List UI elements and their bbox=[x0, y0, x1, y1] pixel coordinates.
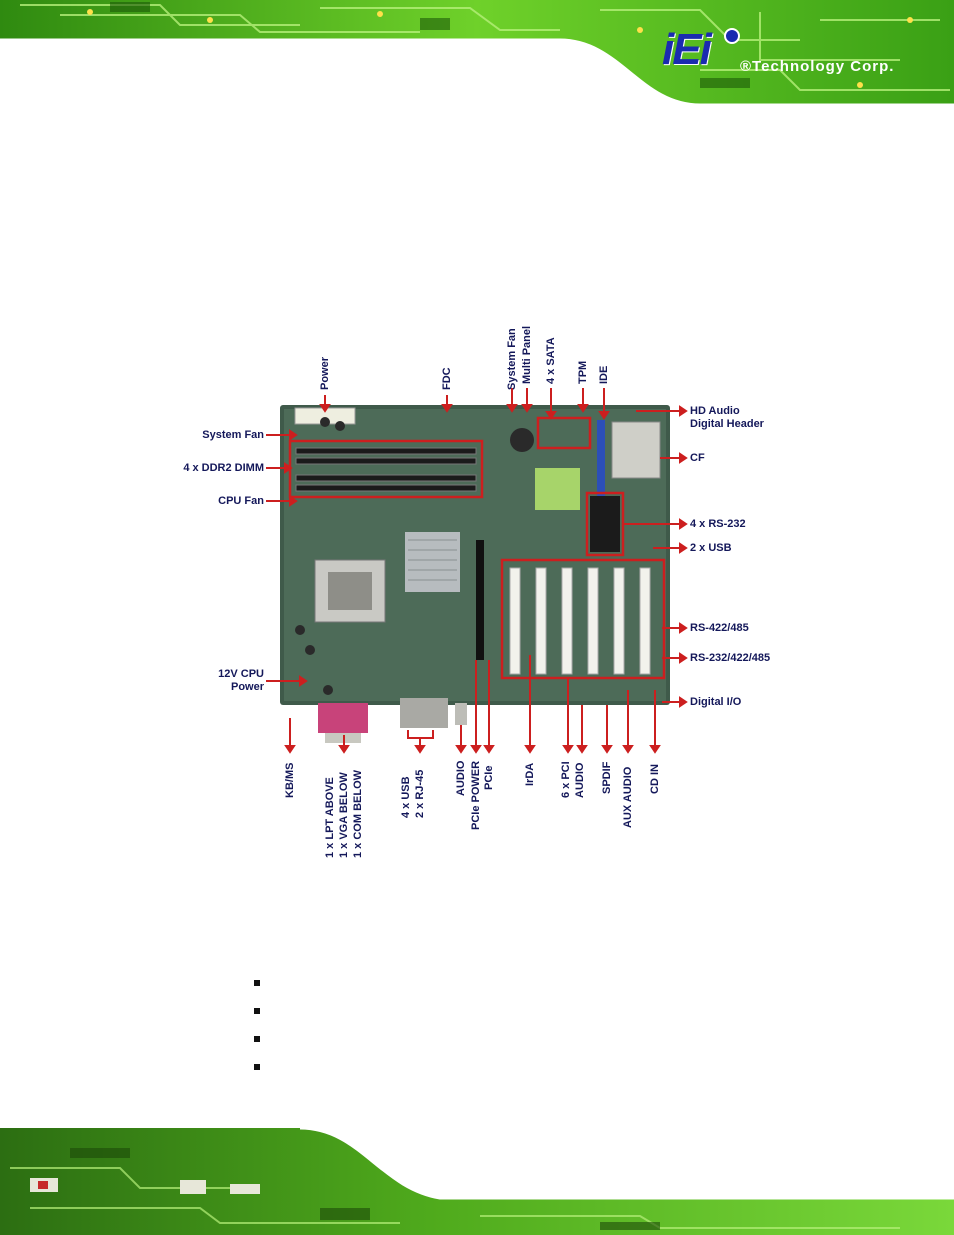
motherboard-layout-figure: System Fan 4 x DDR2 DIMM CPU Fan 12V CPU… bbox=[150, 310, 810, 865]
label-4x-sata: 4 x SATA bbox=[545, 337, 557, 384]
label-6x-pci: 6 x PCI bbox=[560, 761, 572, 798]
label-multi-panel: Multi Panel bbox=[521, 325, 533, 384]
bullet-marker bbox=[254, 1036, 260, 1042]
logo-text: ®Technology Corp. bbox=[740, 58, 895, 75]
label-2x-usb: 2 x USB bbox=[690, 542, 732, 554]
label-system-fan-left: System Fan bbox=[202, 429, 264, 441]
label-hd-audio-1: HD Audio bbox=[690, 405, 740, 417]
label-4x-usb: 4 x USB bbox=[400, 776, 412, 818]
label-vga: 1 x VGA BELOW bbox=[338, 772, 350, 858]
label-ddr2-dimm: 4 x DDR2 DIMM bbox=[183, 462, 264, 474]
label-lpt: 1 x LPT ABOVE bbox=[324, 777, 336, 858]
label-ide: IDE bbox=[598, 365, 610, 384]
bullet-list bbox=[254, 980, 260, 1092]
label-rs422-485: RS-422/485 bbox=[690, 622, 749, 634]
label-12v-cpu-power-1: 12V CPU bbox=[218, 668, 264, 680]
label-aux-audio: AUX AUDIO bbox=[622, 766, 634, 828]
motherboard-image bbox=[266, 388, 688, 754]
label-cpu-fan: CPU Fan bbox=[218, 495, 264, 507]
bullet-marker bbox=[254, 980, 260, 986]
page-header-banner: iEi ®Technology Corp. bbox=[0, 0, 954, 105]
label-pcie-power: PCIe POWER bbox=[470, 760, 482, 830]
label-digital-io: Digital I/O bbox=[690, 696, 742, 708]
label-power: Power bbox=[319, 356, 331, 390]
label-kbms: KB/MS bbox=[284, 762, 296, 798]
label-tpm: TPM bbox=[577, 360, 589, 384]
label-spdif: SPDIF bbox=[601, 761, 613, 794]
label-cf: CF bbox=[690, 452, 705, 464]
label-cd-in: CD IN bbox=[649, 764, 661, 794]
label-pcie: PCIe bbox=[483, 765, 495, 790]
label-com: 1 x COM BELOW bbox=[352, 769, 364, 858]
logo-dot-icon bbox=[724, 28, 740, 44]
label-system-fan-top: System Fan bbox=[506, 328, 518, 390]
circuit-board-banner-graphic bbox=[0, 0, 954, 105]
label-audio-rear: AUDIO bbox=[455, 760, 467, 796]
label-rs232-422-485: RS-232/422/485 bbox=[690, 652, 771, 664]
logo-mark: iEi bbox=[662, 25, 712, 74]
page-footer-banner bbox=[0, 1128, 954, 1235]
label-irda: IrDA bbox=[524, 762, 536, 786]
label-fdc: FDC bbox=[441, 367, 453, 390]
label-4x-rs232: 4 x RS-232 bbox=[690, 518, 746, 530]
bullet-marker bbox=[254, 1064, 260, 1070]
label-2x-rj45: 2 x RJ-45 bbox=[414, 769, 426, 818]
iei-logo: iEi ®Technology Corp. bbox=[662, 28, 922, 78]
bullet-marker bbox=[254, 1008, 260, 1014]
circuit-board-footer-graphic bbox=[0, 1128, 954, 1235]
label-12v-cpu-power-2: Power bbox=[230, 681, 264, 693]
label-audio-header: AUDIO bbox=[574, 762, 586, 798]
label-hd-audio-2: Digital Header bbox=[690, 418, 764, 430]
